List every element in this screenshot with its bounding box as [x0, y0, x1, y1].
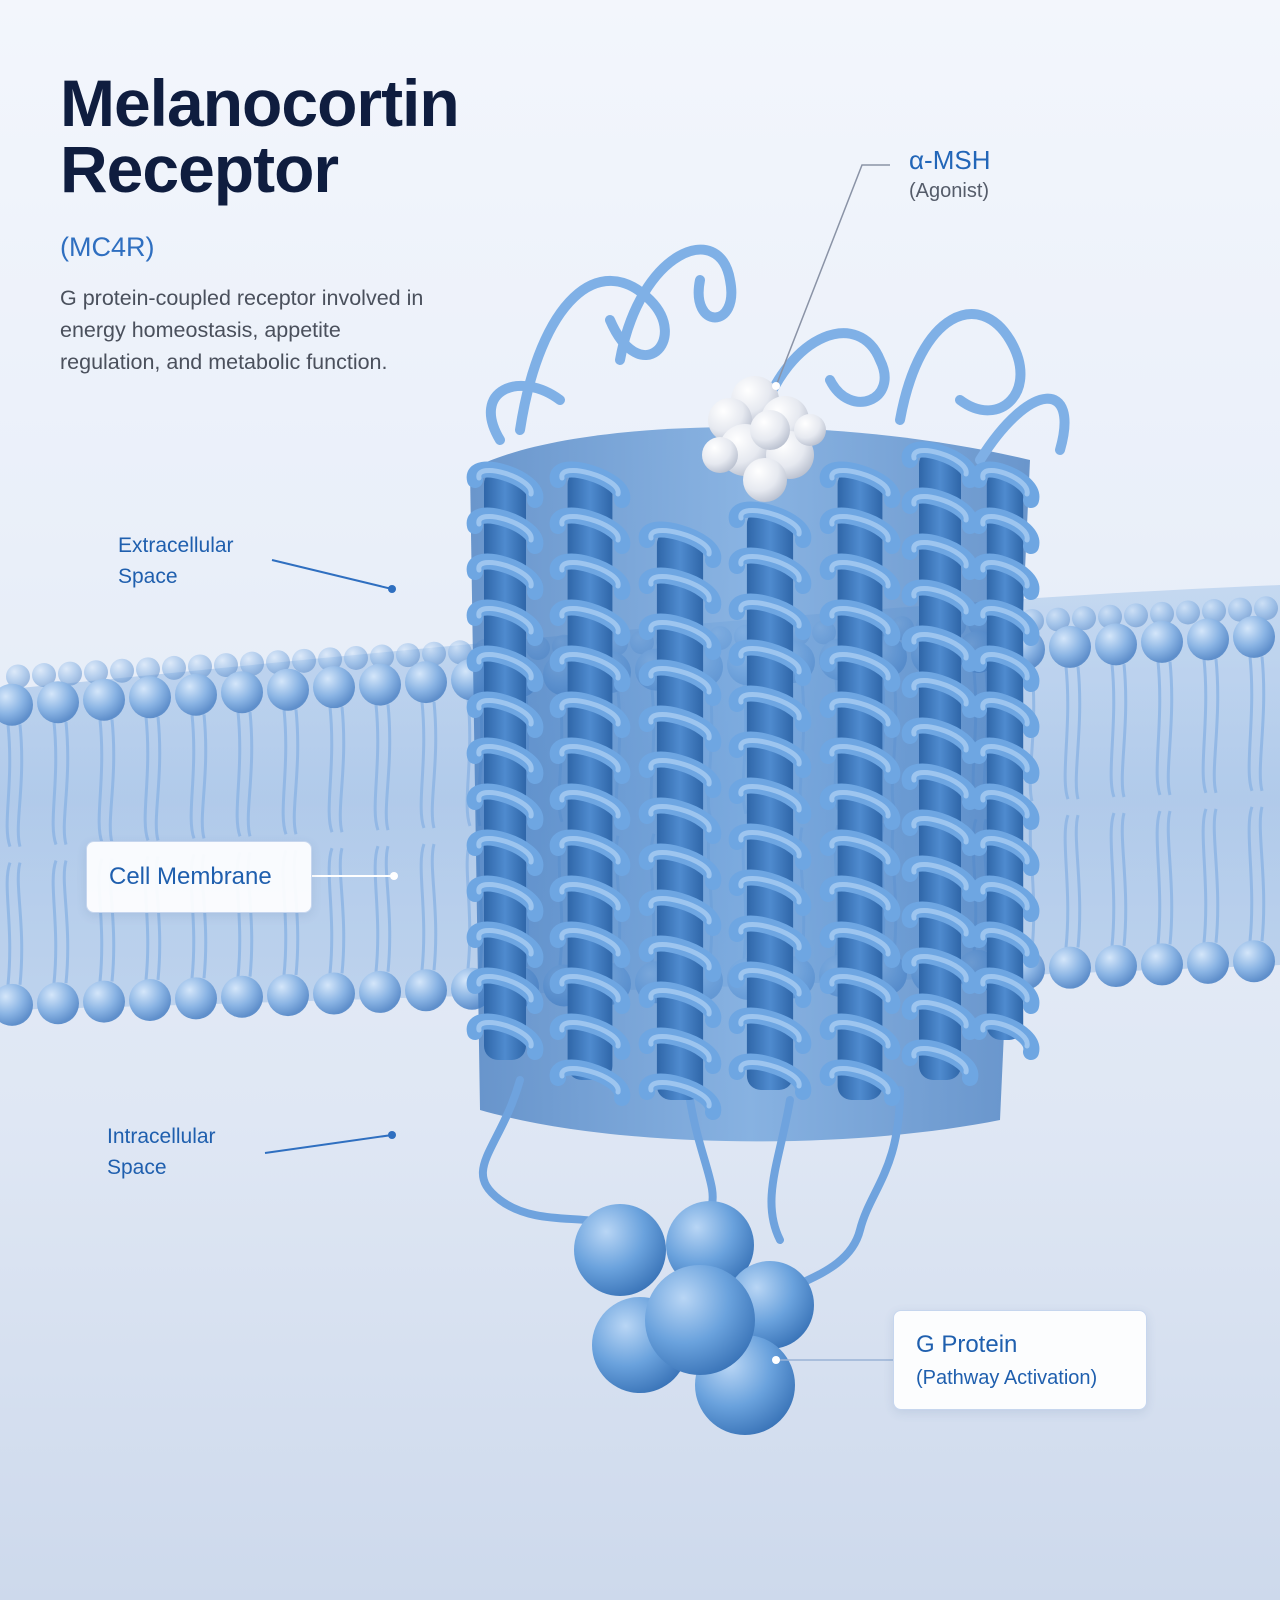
lipid-head-back	[162, 656, 186, 680]
intracellular-line-1: Intracellular	[107, 1125, 216, 1148]
lipid-head-bottom	[267, 974, 309, 1016]
g-protein-leader-dot	[772, 1356, 780, 1364]
lipid-head-top	[221, 671, 263, 713]
lipid-head-top	[129, 676, 171, 718]
agonist-label: α-MSH (Agonist)	[909, 145, 990, 203]
lipid-head-top	[1095, 623, 1137, 665]
lipid-head-bottom	[1095, 945, 1137, 987]
extracellular-loop	[900, 314, 1020, 420]
cell-membrane-label: Cell Membrane	[109, 863, 272, 891]
lipid-head-top	[175, 674, 217, 716]
g-protein-role: (Pathway Activation)	[916, 1367, 1097, 1390]
cell-membrane-label-box: Cell Membrane	[86, 841, 312, 913]
agonist-leader-dot	[772, 382, 780, 390]
lipid-head-bottom	[175, 977, 217, 1019]
receptor-description: G protein-coupled receptor involved in e…	[60, 282, 440, 378]
agonist-role: (Agonist)	[909, 180, 990, 203]
lipid-head-bottom	[129, 979, 171, 1021]
lipid-head-bottom	[221, 976, 263, 1018]
extracellular-leader	[272, 560, 392, 589]
lipid-head-bottom	[1233, 940, 1275, 982]
title-line-1: Melanocortin	[60, 70, 459, 136]
extracellular-leader-dot	[388, 585, 396, 593]
lipid-head-back	[1072, 606, 1096, 630]
extracellular-line-2: Space	[118, 565, 178, 588]
g-protein-name: G Protein	[916, 1331, 1017, 1359]
ligand-bead	[743, 458, 787, 502]
lipid-head-bottom	[1141, 943, 1183, 985]
title-line-2: Receptor	[60, 136, 459, 202]
intracellular-space-label: Intracellular Space	[107, 1121, 216, 1183]
ligand-bead	[750, 410, 790, 450]
g-protein-subunit	[645, 1265, 755, 1375]
lipid-head-bottom	[359, 971, 401, 1013]
membrane-leader-dot	[390, 872, 398, 880]
lipid-head-back	[110, 659, 134, 683]
lipid-head-top	[1049, 626, 1091, 668]
lipid-head-back	[344, 646, 368, 670]
intracellular-leader	[265, 1135, 392, 1153]
g-protein-label-box: G Protein (Pathway Activation)	[893, 1310, 1147, 1410]
lipid-head-top	[37, 681, 79, 723]
receptor-abbreviation: (MC4R)	[60, 232, 155, 263]
lipid-head-top	[83, 679, 125, 721]
ligand-bead	[702, 437, 738, 473]
extracellular-loop	[620, 250, 731, 360]
lipid-head-top	[267, 669, 309, 711]
extracellular-line-1: Extracellular	[118, 534, 234, 557]
lipid-head-top	[1141, 621, 1183, 663]
lipid-head-bottom	[1049, 947, 1091, 989]
lipid-head-back	[1124, 603, 1148, 627]
page-title: Melanocortin Receptor	[60, 70, 459, 202]
lipid-head-top	[1233, 616, 1275, 658]
lipid-head-bottom	[313, 973, 355, 1015]
lipid-head-top	[313, 666, 355, 708]
intracellular-line-2: Space	[107, 1156, 167, 1179]
lipid-head-top	[405, 661, 447, 703]
lipid-head-bottom	[37, 982, 79, 1024]
lipid-head-back	[1176, 600, 1200, 624]
lipid-head-bottom	[1187, 942, 1229, 984]
lipid-head-bottom	[405, 969, 447, 1011]
lipid-head-top	[1187, 618, 1229, 660]
lipid-head-bottom	[83, 981, 125, 1023]
extracellular-space-label: Extracellular Space	[118, 530, 234, 592]
agonist-name: α-MSH	[909, 145, 990, 176]
lipid-head-top	[359, 664, 401, 706]
g-protein-subunit	[574, 1204, 666, 1296]
intracellular-leader-dot	[388, 1131, 396, 1139]
lipid-head-back	[292, 649, 316, 673]
ligand-bead	[794, 414, 826, 446]
